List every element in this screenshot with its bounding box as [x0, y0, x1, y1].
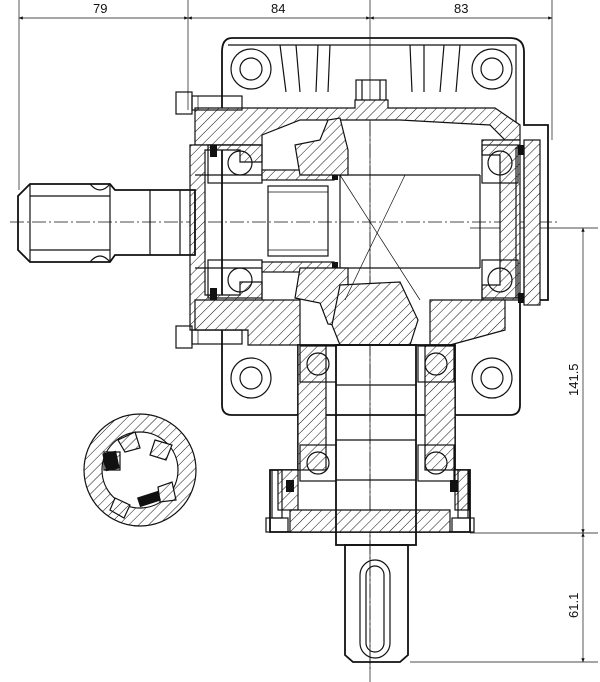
- dimension-top-right: 83: [454, 1, 468, 16]
- needle-bush: [261, 169, 338, 273]
- lower-cover-bolts: [265, 469, 475, 533]
- dimension-top-middle: 84: [271, 1, 285, 16]
- flange-bolts: [175, 91, 243, 349]
- spline-cross-section: [83, 413, 197, 527]
- dimension-right-upper: 141.5: [566, 363, 581, 396]
- vertical-bevel-gear: [331, 174, 421, 346]
- left-bearing: [207, 144, 263, 300]
- housing-section-walls: [189, 99, 521, 346]
- right-end-cover: [515, 139, 541, 306]
- dimension-top-left: 79: [93, 1, 107, 16]
- lower-housing: [269, 344, 471, 533]
- gearbox-housing: [221, 37, 549, 416]
- input-shaft: [17, 174, 481, 269]
- center-lines: [10, 100, 560, 670]
- horizontal-bevel-gear: [294, 117, 349, 327]
- output-shaft: [335, 344, 417, 663]
- right-bearing: [481, 144, 519, 299]
- dimension-right-lower: 61.1: [566, 593, 581, 618]
- right-dimension-lines: [410, 227, 598, 663]
